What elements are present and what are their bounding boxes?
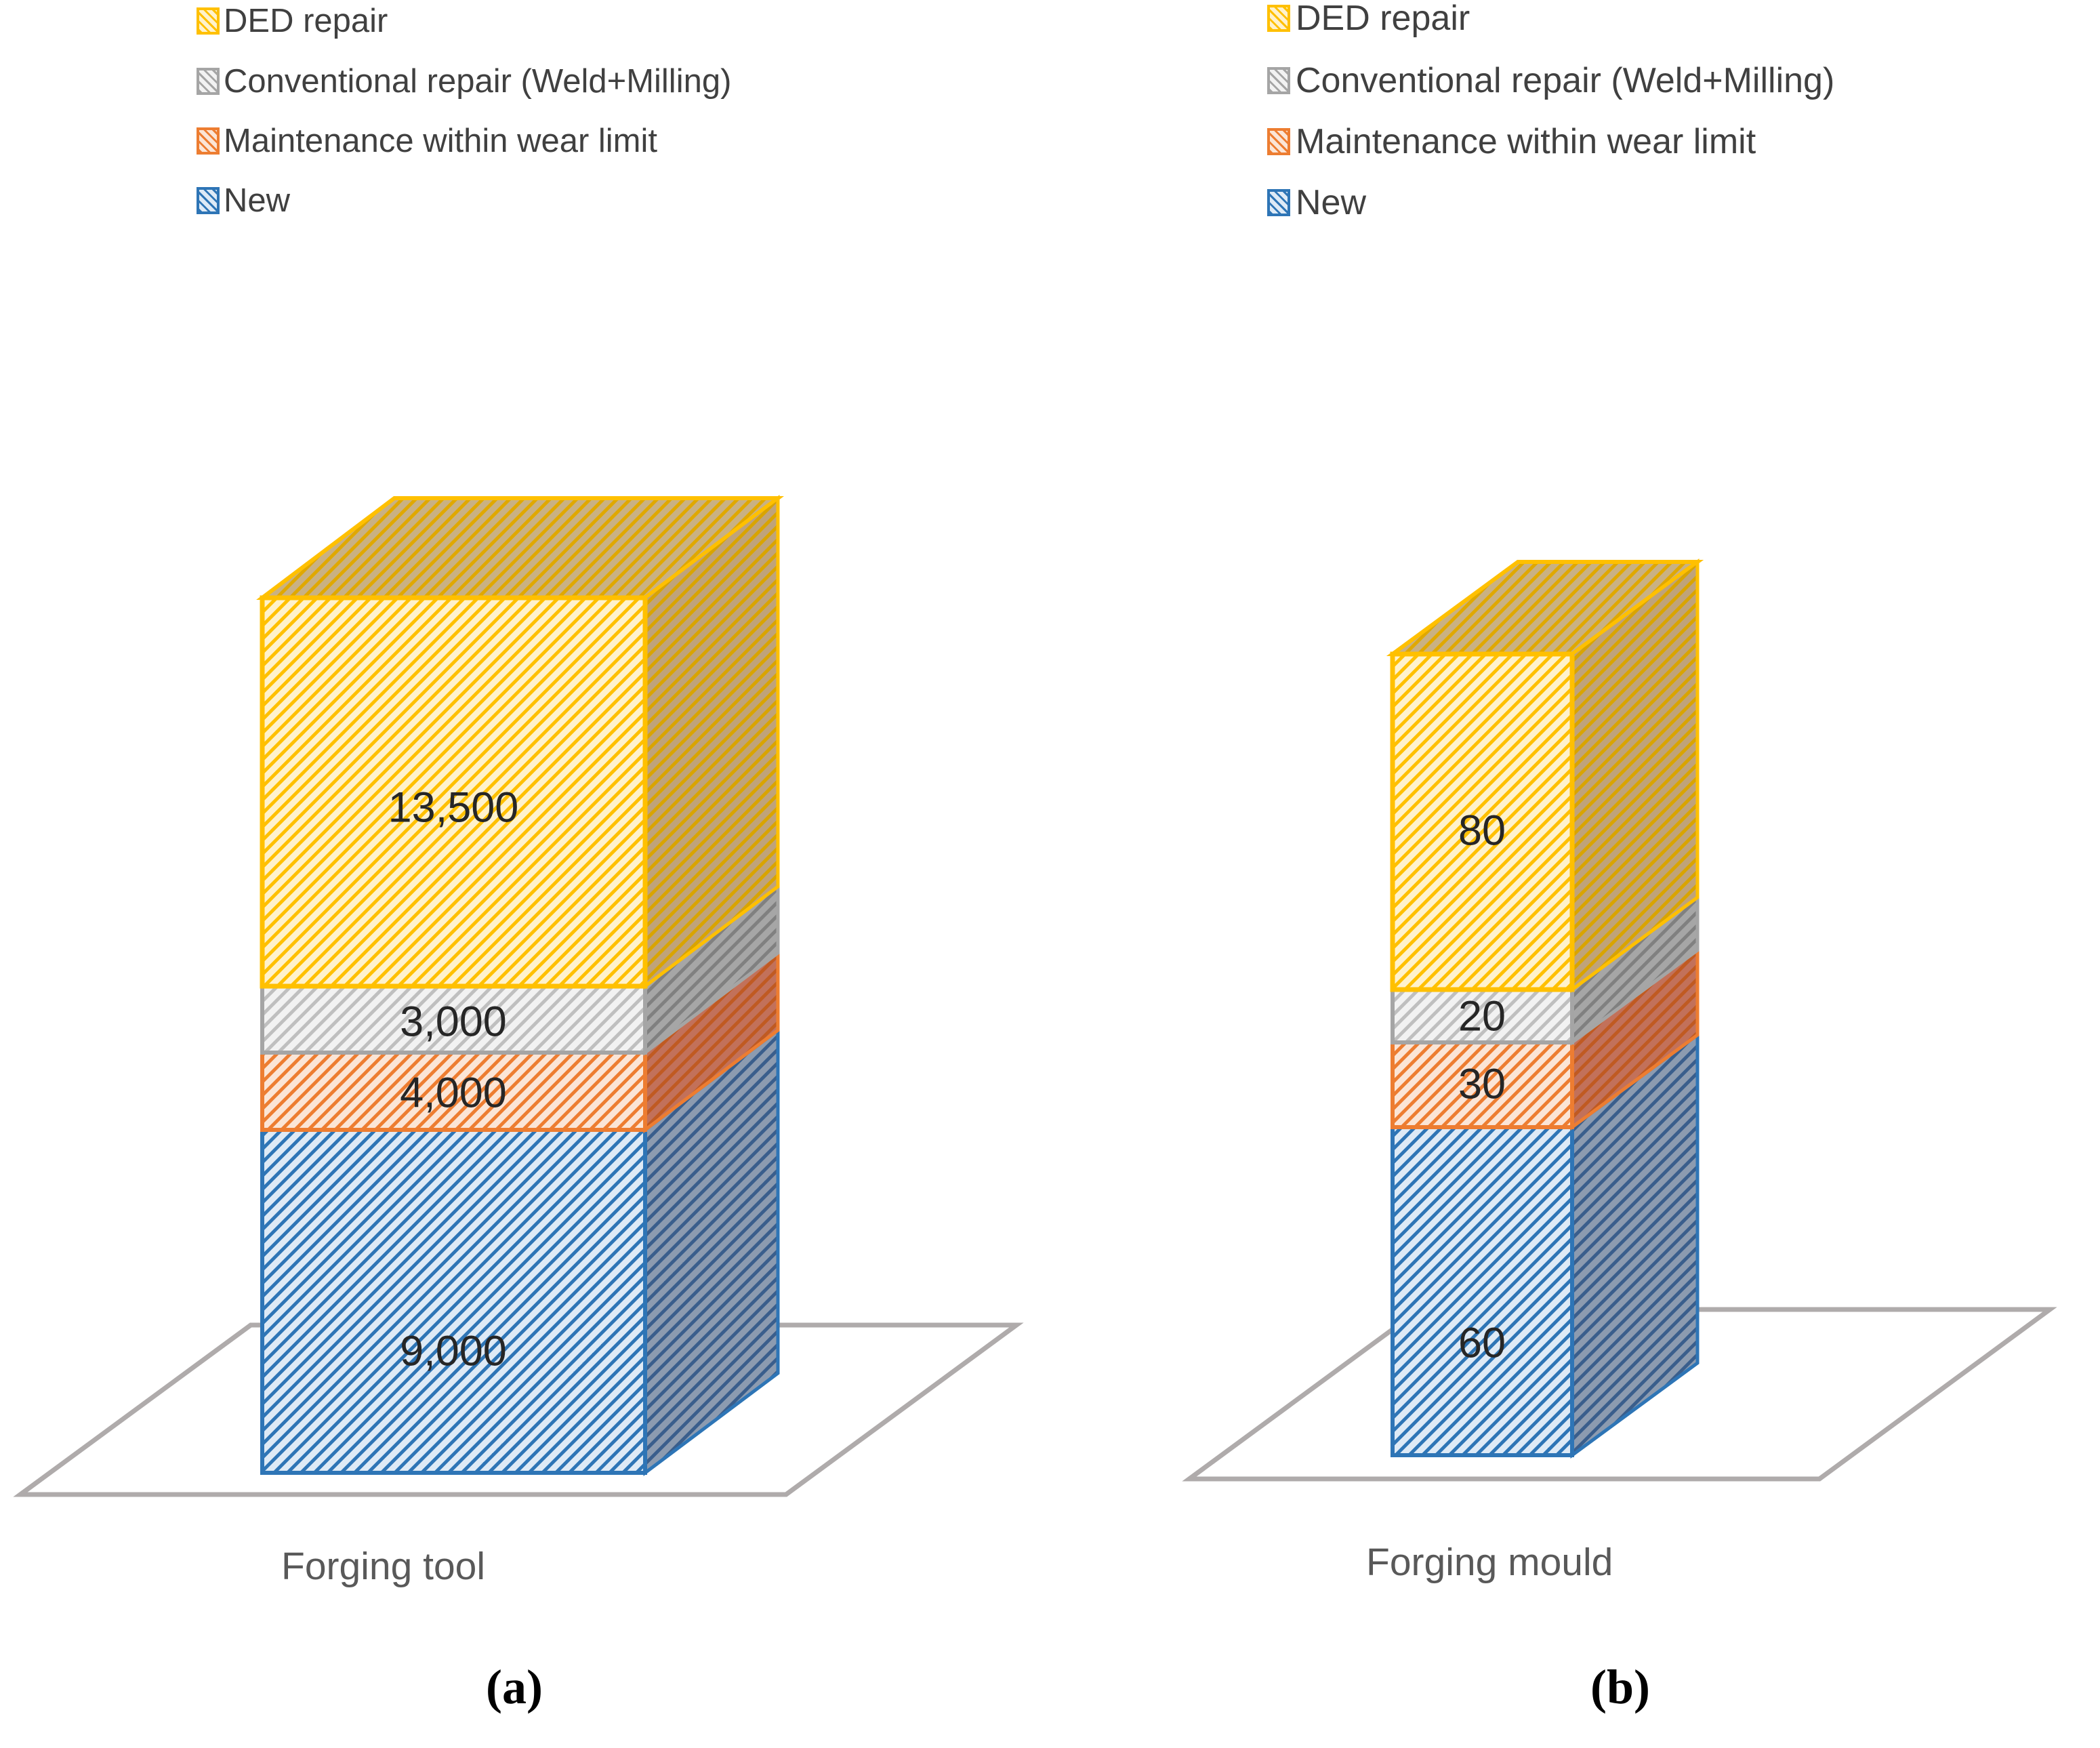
- segment-ded-b-front: [1390, 651, 1575, 992]
- legend-label-maintenance: Maintenance within wear limit: [1296, 122, 1756, 161]
- caption-a: (a): [486, 1660, 543, 1714]
- legend-swatch-new: [197, 187, 220, 214]
- segment-new-a[interactable]: 9,000: [260, 1027, 780, 1476]
- subfigure-a: DED repair Conventional repair (Weld+Mil…: [13, 0, 1024, 1714]
- segment-new-b-value: 60: [1458, 1320, 1506, 1367]
- legend-swatch-conventional-repair: [197, 68, 220, 95]
- legend-label-new: New: [224, 182, 291, 219]
- legend-item-maintenance[interactable]: Maintenance within wear limit: [1267, 122, 2094, 161]
- legend-swatch-maintenance: [1267, 128, 1290, 155]
- legend-item-conventional-repair[interactable]: Conventional repair (Weld+Milling): [1267, 61, 2094, 100]
- caption-b: (b): [1590, 1660, 1650, 1714]
- segment-conventional-b-value: 20: [1458, 993, 1506, 1040]
- legend-swatch-new: [1267, 189, 1290, 216]
- segment-maintenance-b-value: 30: [1458, 1061, 1506, 1108]
- legend-a: DED repair Conventional repair (Weld+Mil…: [197, 0, 1010, 219]
- axis-label-a: Forging tool: [281, 1545, 486, 1588]
- legend-swatch-maintenance: [197, 127, 220, 155]
- segment-conventional-a-value: 3,000: [400, 998, 507, 1046]
- legend-label-new: New: [1296, 183, 1367, 222]
- legend-label-ded-repair: DED repair: [224, 3, 388, 39]
- legend-item-new[interactable]: New: [197, 182, 1010, 219]
- legend-label-ded-repair: DED repair: [1296, 0, 1470, 38]
- segment-new-b-front: [1391, 1125, 1574, 1457]
- bar-chart-3d-a: 9,000 4,000 3,000 13,500: [13, 495, 1024, 1497]
- legend-label-conventional-repair: Conventional repair (Weld+Milling): [1296, 61, 1835, 100]
- subfigure-b: DED repair Conventional repair (Weld+Mil…: [1050, 0, 2100, 1748]
- segment-new-a-front: [260, 1128, 647, 1475]
- segment-ded-a-front: [260, 595, 648, 989]
- legend-item-ded-repair[interactable]: DED repair: [197, 3, 1010, 39]
- legend-item-new[interactable]: New: [1267, 183, 2094, 222]
- legend-swatch-ded-repair: [197, 7, 220, 35]
- legend-item-ded-repair[interactable]: DED repair: [1267, 0, 2094, 38]
- legend-item-maintenance[interactable]: Maintenance within wear limit: [197, 123, 1010, 159]
- legend-swatch-ded-repair: [1267, 5, 1290, 32]
- legend-item-conventional-repair[interactable]: Conventional repair (Weld+Milling): [197, 63, 1010, 100]
- segment-new-b[interactable]: 60: [1391, 1032, 1700, 1459]
- segment-ded-b[interactable]: 80: [1386, 558, 1704, 993]
- legend-b: DED repair Conventional repair (Weld+Mil…: [1267, 0, 2094, 222]
- segment-ded-b-value: 80: [1458, 807, 1506, 855]
- segment-new-a-value: 9,000: [400, 1328, 507, 1375]
- bar-chart-3d-b: 60 30 20 80: [1182, 558, 2057, 1482]
- segment-conventional-b[interactable]: 20: [1391, 894, 1700, 1046]
- legend-swatch-conventional-repair: [1267, 67, 1290, 94]
- segment-maintenance-a-value: 4,000: [400, 1070, 507, 1117]
- segment-ded-a-value: 13,500: [388, 784, 519, 832]
- segment-ded-a[interactable]: 13,500: [256, 495, 784, 990]
- legend-label-maintenance: Maintenance within wear limit: [224, 123, 657, 159]
- legend-label-conventional-repair: Conventional repair (Weld+Milling): [224, 63, 732, 100]
- axis-label-b: Forging mould: [1366, 1541, 1613, 1584]
